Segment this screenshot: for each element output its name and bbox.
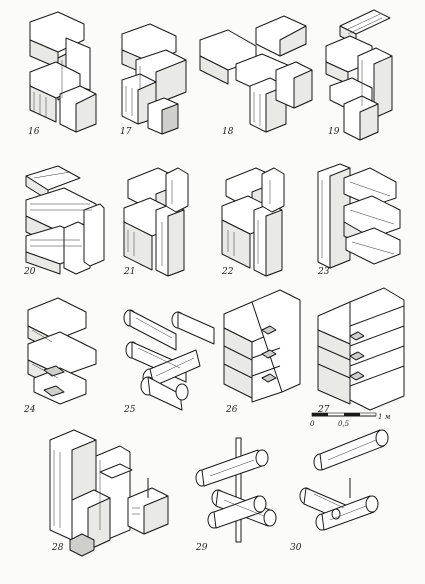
- figure-22: [221, 167, 285, 277]
- figure-23-label: 23: [317, 267, 330, 277]
- figure-28: [49, 429, 169, 557]
- figure-18-label: 18: [222, 127, 234, 137]
- scale-tick-0: 0: [310, 420, 315, 428]
- figure-21: [123, 167, 189, 277]
- figure-16: [29, 11, 97, 133]
- figure-17: [121, 23, 187, 135]
- figure-20: [25, 165, 105, 275]
- figure-22-label: 22: [221, 267, 234, 277]
- figure-25-label: 25: [123, 405, 136, 415]
- figure-20-label: 20: [23, 267, 36, 277]
- figure-19: [325, 9, 393, 141]
- figure-27: [317, 287, 405, 411]
- figure-16-label: 16: [28, 127, 40, 137]
- figure-19-label: 19: [328, 127, 340, 137]
- figure-27-label: 27: [317, 405, 330, 415]
- figure-25: [123, 309, 215, 411]
- figure-29-label: 29: [195, 543, 208, 553]
- figure-23: [317, 163, 401, 269]
- scale-tick-1m: 1 м: [378, 413, 391, 421]
- figure-30: [299, 429, 389, 531]
- scale-tick-half: 0,5: [338, 420, 350, 428]
- scale-bar: 0 0,5 1 м: [310, 412, 391, 428]
- figure-24-label: 24: [23, 405, 36, 415]
- figure-30-label: 30: [290, 543, 302, 553]
- figure-29: [195, 437, 277, 543]
- figure-26-label: 26: [225, 405, 238, 415]
- figure-24: [27, 297, 97, 405]
- figure-21-label: 21: [123, 267, 135, 277]
- figure-18: [199, 15, 313, 133]
- figure-17-label: 17: [120, 127, 132, 137]
- figure-26: [223, 289, 301, 403]
- figure-28-label: 28: [51, 543, 64, 553]
